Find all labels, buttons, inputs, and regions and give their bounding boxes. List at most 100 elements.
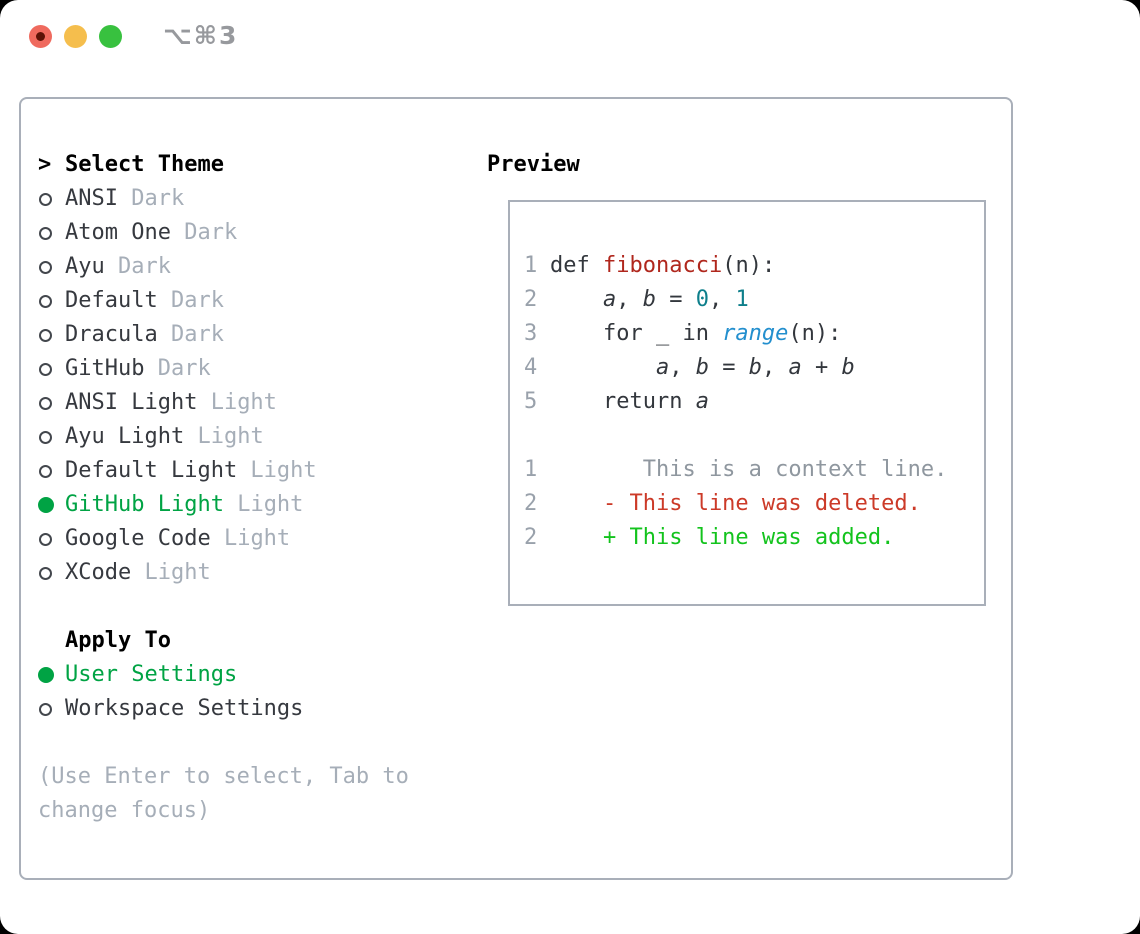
radio-icon	[38, 182, 65, 216]
radio-icon	[38, 420, 65, 454]
zoom-button[interactable]	[99, 25, 122, 48]
line-number: 2	[524, 287, 538, 312]
option-label: Ayu	[65, 254, 105, 279]
code-segment-code: ,	[708, 287, 736, 312]
option-label: Google Code	[65, 526, 211, 551]
option-variant-label: Dark	[170, 220, 238, 245]
code-segment-var: a	[695, 389, 709, 414]
radio-icon	[38, 216, 65, 250]
code-segment-builtin: range	[722, 321, 789, 346]
line-number: 1	[524, 253, 538, 278]
option-variant-label: Dark	[157, 322, 224, 347]
code-segment-code: ,	[669, 355, 696, 380]
apply-to-indent	[38, 624, 65, 658]
theme-option[interactable]: Ayu Dark	[38, 250, 317, 284]
theme-option[interactable]: ANSI Light Light	[38, 386, 317, 420]
line-number: 3	[524, 321, 538, 346]
option-variant-label: Light	[131, 560, 211, 585]
code-line: 5 return a	[524, 385, 984, 419]
preview-header: Preview	[487, 152, 580, 177]
theme-option[interactable]: Google Code Light	[38, 522, 317, 556]
code-segment-code: =	[708, 355, 749, 380]
option-variant-label: Light	[197, 390, 277, 415]
code-segment-code: =	[655, 287, 696, 312]
code-segment-code: (n):	[788, 321, 842, 346]
line-number: 2	[524, 525, 538, 550]
theme-option[interactable]: Ayu Light Light	[38, 420, 317, 454]
theme-option[interactable]: ANSI Dark	[38, 182, 317, 216]
theme-list-title: Select Theme	[65, 152, 224, 177]
code-segment-added: + This line was added.	[550, 525, 895, 550]
code-segment-var: a	[788, 355, 802, 380]
line-number: 2	[524, 491, 538, 516]
close-button[interactable]	[29, 25, 52, 48]
option-variant-label: Light	[210, 526, 291, 551]
theme-option[interactable]: Atom One Dark	[38, 216, 317, 250]
code-line: 1 This is a context line.	[524, 453, 984, 487]
minimize-button[interactable]	[64, 25, 87, 48]
code-segment-num: 0	[695, 287, 709, 312]
option-label: User Settings	[65, 662, 238, 687]
code-segment-code: return	[550, 389, 696, 414]
option-label: Default	[65, 288, 158, 313]
code-segment-code: def	[550, 253, 603, 278]
window-title: ⌥⌘3	[163, 21, 239, 50]
line-number: 5	[524, 389, 538, 414]
theme-option[interactable]: Default Light Light	[38, 454, 317, 488]
radio-icon	[38, 454, 65, 488]
code-segment-var: b	[748, 355, 762, 380]
option-label: XCode	[65, 560, 132, 585]
option-variant-label: Light	[237, 458, 317, 483]
code-segment-code: (n):	[722, 253, 776, 278]
theme-option[interactable]: XCode Light	[38, 556, 317, 590]
code-segment-code	[550, 287, 603, 312]
theme-option[interactable]: GitHub Light Light	[38, 488, 317, 522]
option-variant-label: Dark	[104, 254, 171, 279]
code-segment-var: b	[695, 355, 709, 380]
code-line: 3 for _ in range(n):	[524, 317, 984, 351]
code-line: 4 a, b = b, a + b	[524, 351, 984, 385]
code-segment-func: fibonacci	[602, 253, 723, 278]
option-label: Default Light	[65, 458, 238, 483]
option-label: Atom One	[65, 220, 171, 245]
code-segment-var: a	[655, 355, 670, 380]
radio-selected-icon	[38, 658, 65, 692]
option-variant-label: Light	[184, 424, 264, 449]
option-variant-label: Dark	[144, 356, 211, 381]
option-variant-label: Dark	[157, 288, 224, 313]
code-line: 2 - This line was deleted.	[524, 487, 984, 521]
theme-option[interactable]: Dracula Dark	[38, 318, 317, 352]
radio-icon	[38, 352, 65, 386]
radio-icon	[38, 522, 65, 556]
theme-option[interactable]: Default Dark	[38, 284, 317, 318]
option-label: Workspace Settings	[65, 696, 304, 721]
theme-option[interactable]: GitHub Dark	[38, 352, 317, 386]
option-variant-label: Dark	[117, 186, 185, 211]
radio-icon	[38, 284, 65, 318]
option-label: GitHub Light	[65, 492, 224, 517]
close-dot-icon	[36, 32, 45, 41]
code-segment-code: +	[801, 355, 842, 380]
code-line: 2 a, b = 0, 1	[524, 283, 984, 317]
selection-caret-icon: >	[38, 152, 52, 177]
line-number: 4	[524, 355, 538, 380]
code-line	[524, 419, 984, 453]
radio-icon	[38, 250, 65, 284]
line-number: 1	[524, 457, 538, 482]
code-segment-num: 1	[735, 287, 749, 312]
apply-to-option[interactable]: User Settings	[38, 658, 303, 692]
apply-to-option[interactable]: Workspace Settings	[38, 692, 303, 726]
code-segment-code	[550, 355, 656, 380]
radio-selected-icon	[38, 488, 65, 522]
code-line: 1 def fibonacci(n):	[524, 249, 984, 283]
code-segment-var: b	[841, 355, 855, 380]
option-label: ANSI Light	[65, 390, 198, 415]
radio-icon	[38, 556, 65, 590]
option-label: GitHub	[65, 356, 145, 381]
